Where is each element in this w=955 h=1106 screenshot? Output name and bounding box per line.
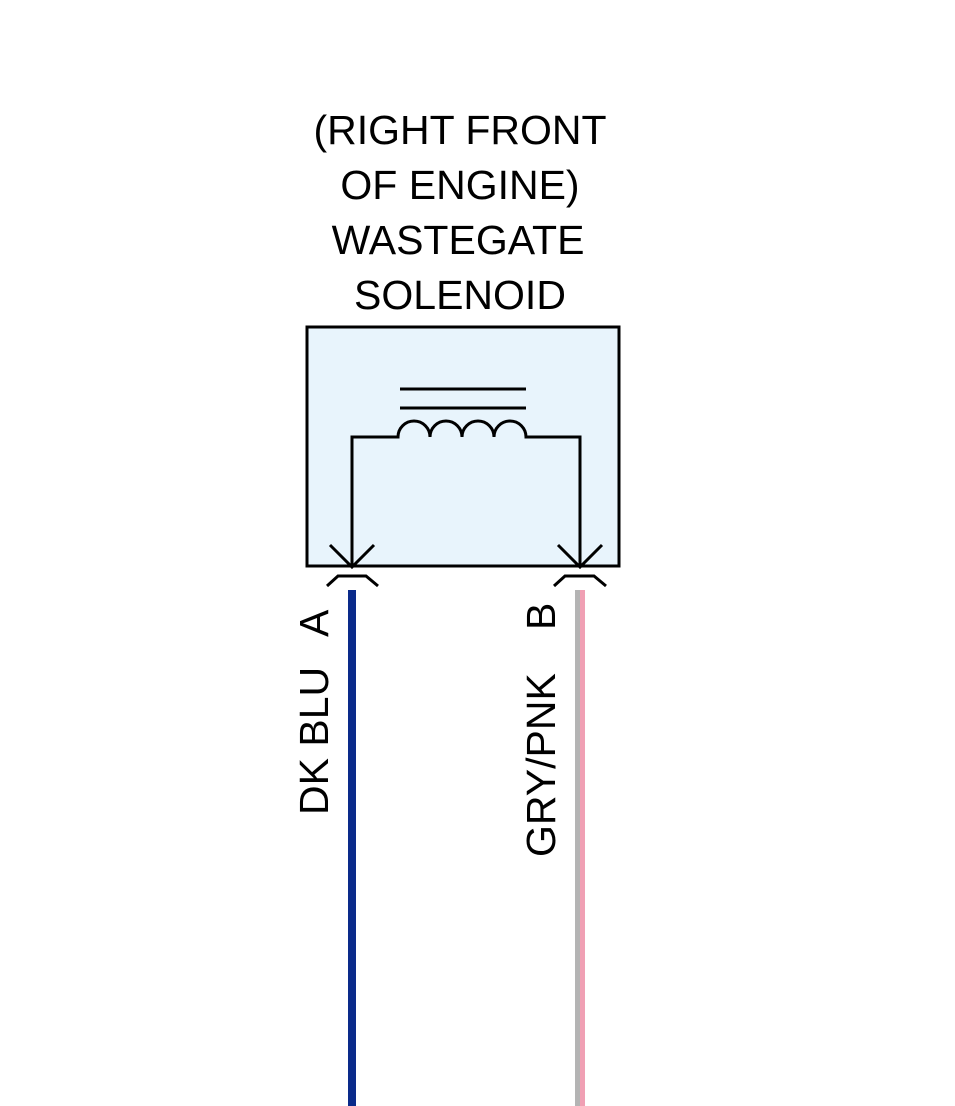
wire-b-tracer-stripe xyxy=(580,590,585,1106)
wire-a-pin-label: A xyxy=(291,609,337,637)
wire-b-labels: B GRY/PNK xyxy=(518,603,564,857)
solenoid-coil-symbol xyxy=(350,387,582,566)
wire-b xyxy=(575,590,585,1106)
terminal-a xyxy=(325,543,379,588)
terminal-b xyxy=(552,543,607,588)
coil-winding xyxy=(350,419,582,566)
caption-line-3: WASTEGATE xyxy=(332,217,585,263)
terminal-b-connector xyxy=(552,574,607,588)
caption-line-1: (RIGHT FRONT xyxy=(313,107,606,153)
wire-a-labels: A DK BLU xyxy=(291,609,337,815)
solenoid-body xyxy=(305,325,621,568)
terminal-a-arrow xyxy=(328,543,376,570)
caption-line-2: OF ENGINE) xyxy=(340,162,579,208)
wire-b-pin-label: B xyxy=(518,603,564,630)
wire-a-color-label: DK BLU xyxy=(291,667,337,815)
wire-b-base-stripe xyxy=(575,590,580,1106)
wire-b-color-label: GRY/PNK xyxy=(518,673,564,857)
component-caption: (RIGHT FRONT OF ENGINE) WASTEGATE SOLENO… xyxy=(313,107,606,318)
terminal-b-arrow xyxy=(556,543,604,570)
caption-line-4: SOLENOID xyxy=(354,272,566,318)
terminal-a-connector xyxy=(325,574,379,588)
